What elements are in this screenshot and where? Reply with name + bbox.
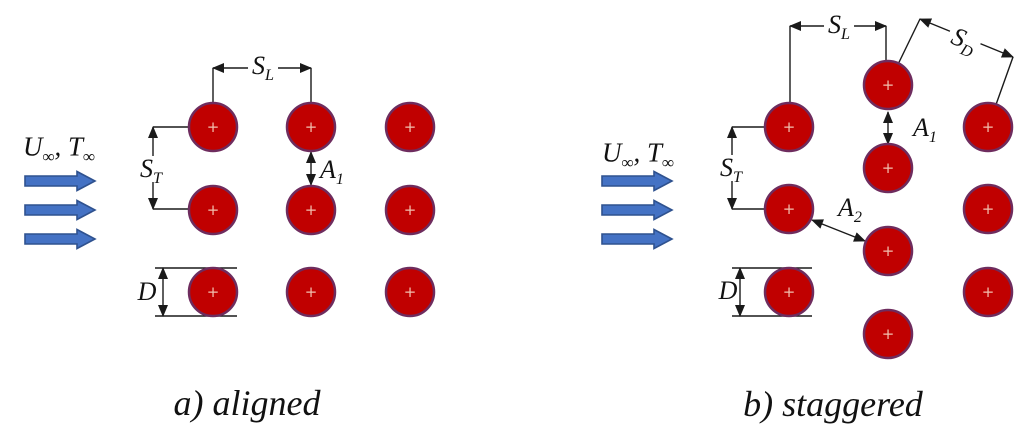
tube-circle (285, 266, 337, 318)
tube-circle (285, 184, 337, 236)
tube-center-mark: + (305, 118, 318, 136)
aligned-flow-arrows (24, 170, 97, 250)
tube-circle (285, 101, 337, 153)
tube-center-mark: + (882, 242, 895, 260)
flow-arrow-icon (24, 228, 97, 250)
sl-label: SL (824, 12, 854, 43)
aligned-tube-grid: + + + + + + + + + (187, 101, 436, 318)
tube-center-mark: + (982, 118, 995, 136)
freestream-label: U∞, T∞ (23, 131, 95, 166)
tube-center-mark: + (404, 283, 417, 301)
d-label: D (718, 276, 738, 305)
flow-arrow-icon (24, 199, 97, 221)
staggered-tube-grid: + + + + + + + + + + (763, 59, 1014, 360)
tube-center-mark: + (882, 325, 895, 343)
tube-circle (384, 266, 436, 318)
tube-circle (187, 101, 239, 153)
tube-center-mark: + (305, 201, 318, 219)
tube-circle (187, 184, 239, 236)
tube-circle (384, 184, 436, 236)
tube-circle (187, 266, 239, 318)
tube-center-mark: + (783, 118, 796, 136)
tube-center-mark: + (982, 200, 995, 218)
flow-arrow-icon (24, 170, 97, 192)
staggered-caption: b) staggered (743, 384, 923, 424)
tube-circle (962, 101, 1014, 153)
st-label: ST (716, 155, 746, 186)
tube-center-mark: + (207, 283, 220, 301)
a2-dimension-line (811, 219, 866, 242)
flow-arrow-icon (601, 199, 674, 221)
tube-circle (763, 183, 815, 235)
aligned-dimension-lines (148, 63, 316, 317)
freestream-label: U∞, T∞ (602, 137, 674, 172)
tube-circle (384, 101, 436, 153)
tube-center-mark: + (882, 159, 895, 177)
tube-circle (862, 225, 914, 277)
tube-circle (763, 101, 815, 153)
aligned-caption: a) aligned (173, 383, 321, 423)
tube-center-mark: + (207, 201, 220, 219)
tube-circle (862, 59, 914, 111)
a1-label: A1 (913, 113, 937, 147)
d-label: D (137, 277, 157, 306)
flow-arrow-icon (601, 228, 674, 250)
tube-center-mark: + (882, 76, 895, 94)
tube-center-mark: + (305, 283, 318, 301)
sl-label: SL (248, 53, 278, 84)
tube-circle (862, 308, 914, 360)
tube-circle (763, 266, 815, 318)
tube-circle (962, 266, 1014, 318)
tube-center-mark: + (404, 118, 417, 136)
tube-center-mark: + (783, 200, 796, 218)
flow-arrow-icon (601, 170, 674, 192)
tube-center-mark: + (783, 283, 796, 301)
tube-center-mark: + (207, 118, 220, 136)
tube-circle (962, 183, 1014, 235)
tube-circle (862, 142, 914, 194)
tube-center-mark: + (404, 201, 417, 219)
st-label: ST (136, 156, 166, 187)
staggered-flow-arrows (601, 170, 674, 250)
tube-center-mark: + (982, 283, 995, 301)
a1-label: A1 (320, 155, 344, 189)
a2-label: A2 (838, 193, 862, 227)
